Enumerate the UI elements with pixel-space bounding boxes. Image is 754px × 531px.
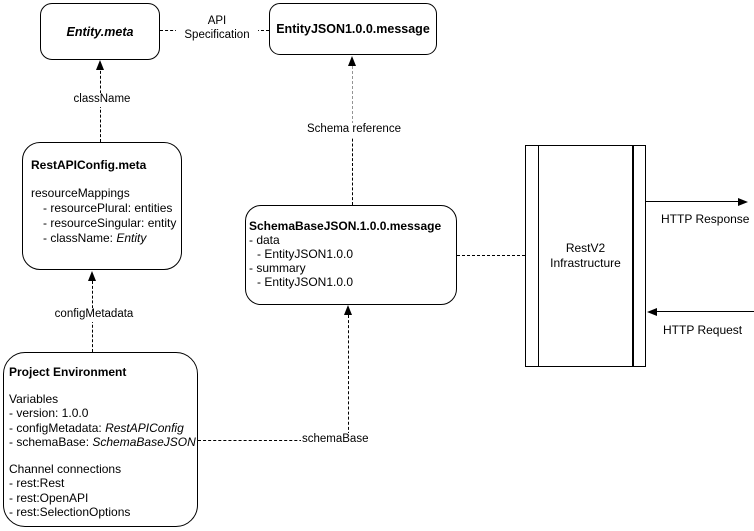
node-schema-base-json-title: SchemaBaseJSON.1.0.0.message [249, 219, 442, 233]
edge-schema-base-horizontal [198, 440, 348, 441]
node-entity-json-message-title: EntityJSON1.0.0.message [276, 22, 430, 36]
component-edge-line [537, 145, 539, 367]
node-restv2-infrastructure-title: RestV2 Infrastructure [526, 146, 645, 366]
node-project-environment-line: - schemaBase: SchemaBaseJSON [9, 434, 196, 449]
node-rest-api-config-line: resourceMappings [31, 186, 130, 200]
edge-label-http-request: HTTP Request [662, 323, 743, 338]
arrowhead-left-icon [647, 307, 657, 316]
node-rest-api-config-line: - resourcePlural: entities [43, 201, 173, 215]
arrowhead-up-icon [348, 56, 356, 66]
node-entity-meta: Entity.meta [40, 3, 160, 60]
node-project-environment-line: Variables [9, 392, 59, 406]
node-schema-base-json: SchemaBaseJSON.1.0.0.message - data - En… [245, 205, 457, 305]
edge-schema-base-vertical [348, 315, 349, 440]
edge-label-api-specification-line1: API [207, 15, 227, 27]
edge-schema-to-infrastructure [457, 255, 525, 256]
node-rest-api-config: RestAPIConfig.meta resourceMappings - re… [22, 142, 182, 270]
node-schema-base-json-line: - EntityJSON1.0.0 [257, 275, 354, 289]
node-rest-api-config-line: - resourceSingular: entity [43, 216, 177, 230]
node-schema-base-json-line: - data [249, 233, 280, 247]
node-project-environment: Project Environment Variables - version:… [3, 352, 198, 527]
node-entity-meta-title: Entity.meta [66, 24, 134, 39]
node-entity-json-message: EntityJSON1.0.0.message [269, 3, 437, 55]
node-project-environment-line: - version: 1.0.0 [9, 406, 89, 421]
node-rest-api-config-line: - className: Entity [43, 231, 147, 245]
node-project-environment-line: - rest:OpenAPI [9, 490, 89, 505]
node-project-environment-line: - rest:Rest [9, 476, 65, 491]
node-project-environment-line: - configMetadata: RestAPIConfig [9, 420, 184, 435]
node-restv2-title-line1: RestV2 [565, 241, 606, 255]
arrowhead-up-icon [96, 60, 104, 70]
edge-label-http-response: HTTP Response [660, 212, 750, 227]
arrowhead-up-icon [88, 271, 96, 281]
edge-label-api-specification: API Specification [176, 15, 258, 42]
edge-schema-reference-upper [352, 66, 353, 124]
arrowhead-up-icon [344, 305, 352, 315]
edge-label-config-metadata: configMetadata [52, 308, 136, 322]
arrowhead-right-icon [738, 197, 748, 206]
edge-label-class-name: className [70, 93, 134, 107]
edge-label-schema-base: schemaBase [301, 433, 369, 447]
node-project-environment-line: - rest:SelectionOptions [9, 505, 131, 520]
node-project-environment-line: Channel connections [9, 462, 122, 477]
edge-label-schema-reference: Schema reference [306, 123, 401, 137]
node-rest-api-config-title: RestAPIConfig.meta [31, 158, 147, 172]
node-schema-base-json-line: - EntityJSON1.0.0 [257, 247, 354, 261]
edge-label-api-specification-line2: Specification [184, 28, 250, 41]
node-restv2-infrastructure: RestV2 Infrastructure [525, 145, 646, 367]
node-restv2-title-line2: Infrastructure [550, 256, 621, 270]
edge-schema-reference-lower [352, 124, 353, 205]
node-project-environment-title: Project Environment [9, 365, 127, 379]
node-schema-base-json-line: - summary [249, 261, 306, 275]
component-edge-line [632, 145, 634, 367]
edge-http-request [656, 311, 754, 312]
edge-http-response [646, 201, 739, 202]
